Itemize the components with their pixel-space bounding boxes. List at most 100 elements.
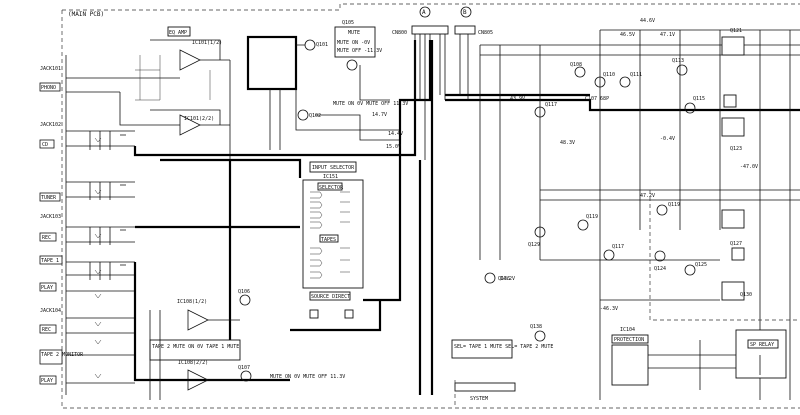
v471-note: 47.1V [660, 32, 675, 38]
transistor-q138 [534, 330, 546, 342]
board-outline-left [61, 10, 455, 409]
connectors: A B CN800 CN805 SYSTEM [392, 6, 516, 402]
jack-rec2-box [39, 324, 57, 334]
mute-note-box [334, 26, 376, 58]
jack102-label: JACK102 [40, 122, 61, 128]
voltage-labels: 44.6V 47.2V 43.9V 48.3V -0.4V -47.0V -46… [372, 18, 758, 312]
tapes-box [319, 234, 339, 243]
board-title: (MAIN PCB) [68, 11, 104, 18]
q105-label: Q105 [342, 20, 354, 26]
output-transistor-q134 [721, 281, 745, 301]
sp-relay-frame [735, 329, 787, 379]
tape-mute-box [149, 339, 241, 361]
mute-q-section: Q101 Q102 Q105 MUTE MUTE ON -0V MUTE OFF… [246, 20, 408, 150]
switch-r [344, 309, 354, 319]
ic101-2-label: IC101(2/2) [184, 116, 214, 122]
tape-mute-note: TAPE 2 MUTE ON 0V TAPE 1 MUTE [152, 344, 239, 350]
voltage-2: 47.2V [640, 193, 655, 199]
jack101-label: JACK101 [40, 66, 61, 72]
q138-label: Q138 [530, 324, 542, 330]
voltage-5: -0.4V [660, 136, 675, 142]
sel-note: SEL= TAPE 1 MUTE SEL= TAPE 2 MUTE Q136 Q… [451, 272, 553, 359]
cn805-label: CN805 [478, 30, 493, 36]
transistor-q102 [297, 109, 309, 121]
sp-relay-box [747, 339, 779, 349]
protection-section: IC104 PROTECTION SP RELAY [454, 327, 800, 409]
connector-b-marker [460, 6, 472, 18]
transistor-q130 [684, 264, 696, 276]
system-connector [454, 382, 516, 392]
voltage-10: 15.0V [386, 144, 401, 150]
jack-play2-tag: PLAY [41, 378, 53, 384]
q101-label: Q101 [316, 42, 328, 48]
varistor-upper [723, 94, 737, 108]
q134-label: Q130 [740, 292, 752, 298]
mute-bus-box [246, 35, 298, 91]
transistor-q108 [240, 370, 252, 382]
connector-a: A [422, 9, 426, 16]
transistor-q119 [534, 106, 546, 118]
transistor-q115 [676, 64, 688, 76]
jack-phono-box [39, 82, 61, 92]
jack-rec1-tag: REC [42, 235, 51, 241]
q125-label: Q121 [730, 28, 742, 34]
source-direct-label: SOURCE DIRECT [311, 294, 350, 300]
voltage-4: 48.3V [560, 140, 575, 146]
q107-label: Q106 [238, 289, 250, 295]
jack-play1-tag: PLAY [41, 285, 53, 291]
q127-label: Q123 [730, 146, 742, 152]
transistor-q117 [684, 102, 696, 114]
voltage-8: 14.7V [372, 112, 387, 118]
jack-play1-box [39, 282, 57, 292]
transistor-q113 [619, 76, 631, 88]
jack-rec1-box [39, 232, 57, 242]
switch-l [309, 309, 319, 319]
output-transistor-q131 [721, 209, 745, 229]
q133-label: Q129 [528, 242, 540, 248]
jack-tape1-tag: TAPE 1 [41, 258, 59, 264]
protection-label: PROTECTION [614, 337, 644, 343]
q136-label: Q136 [498, 276, 510, 282]
jack-tuner-tag: TUNER [41, 195, 57, 201]
output-transistor-q125 [721, 36, 745, 56]
sp-relay-label: SP RELAY [750, 342, 774, 348]
q129-label: Q124 [654, 266, 666, 272]
jack-monitor-tag: TAPE 2 MONITOR [41, 352, 84, 358]
connector-b: B [463, 9, 467, 16]
mute-on-off-note: MUTE ON 0V MUTE OFF 11.3V [270, 374, 345, 380]
board-outline-top [62, 3, 800, 11]
q108-label: Q107 [238, 365, 250, 371]
cn800-body [411, 25, 449, 35]
voltage-6: -47.0V [740, 164, 758, 170]
jack-group: JACK101 PHONO JACK102 CD TUNER JACK103 R… [39, 66, 84, 385]
ic108-2-label: IC108(2/2) [178, 360, 208, 366]
input-selector-title-box [309, 161, 357, 173]
transistor-q136 [484, 272, 496, 284]
voltage-9: 14.4V [388, 131, 403, 137]
q113-label: Q111 [630, 72, 642, 78]
q131-label: Q127 [730, 241, 742, 247]
ic104-body [611, 344, 649, 386]
input-selector-title: INPUT SELECTOR [312, 165, 355, 171]
transistor-q111 [594, 76, 606, 88]
q111-label: Q110 [603, 72, 615, 78]
q121-label: Q119 [586, 214, 598, 220]
source-direct-box [309, 291, 351, 301]
selector-label: SELECTOR [319, 185, 344, 191]
ic108-1-label: IC108(1/2) [177, 299, 207, 305]
q102-label: Q102 [309, 113, 321, 119]
q117-label: Q115 [693, 96, 705, 102]
eq-amp-label: EQ AMP [169, 30, 187, 36]
q119-label: Q117 [545, 102, 557, 108]
jack-tuner-box [39, 192, 61, 202]
protection-box [611, 334, 649, 344]
jack-phono-tag: PHONO [41, 85, 56, 91]
selector-box [317, 182, 343, 191]
transistor-q129 [654, 250, 666, 262]
cn800-label: CN800 [392, 30, 407, 36]
c107-note: C107 68P [585, 96, 609, 102]
jack-cd-box [39, 139, 55, 149]
cn805-body [454, 25, 476, 35]
